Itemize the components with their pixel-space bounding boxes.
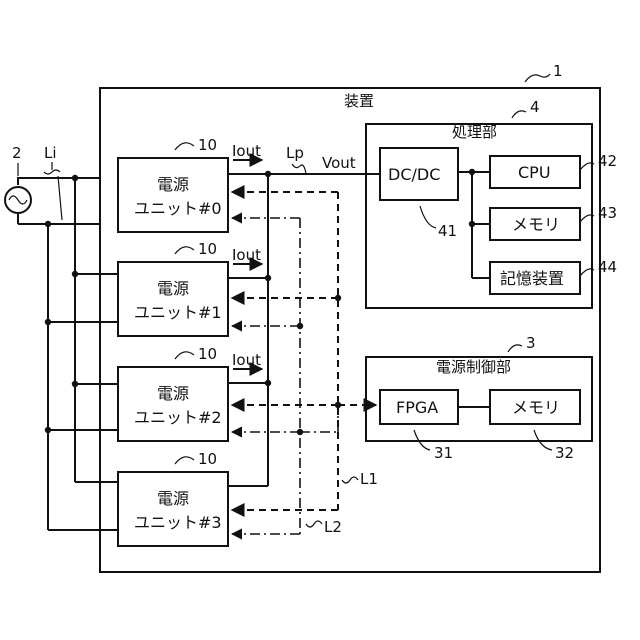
li-leader: [44, 162, 62, 220]
power-unit-2-ref-leader: [175, 352, 194, 359]
fpga-label: FPGA: [396, 398, 438, 417]
processor-label: 処理部: [452, 123, 497, 141]
dcdc-label: DC/DC: [388, 165, 440, 184]
l2-label: L2: [324, 518, 342, 536]
power-unit-2-line2: ユニット#2: [134, 408, 222, 427]
cpu-ref: 42: [598, 152, 617, 170]
power-unit-3: 電源 ユニット#3 10: [118, 450, 228, 546]
ac-source-ref: 2: [12, 144, 22, 162]
proc-junction-top: [469, 169, 475, 175]
storage-ref: 44: [598, 258, 617, 276]
dcdc-ref-leader: [420, 206, 436, 228]
power-control-ref-leader: [508, 345, 522, 352]
processor-ref-leader: [512, 111, 526, 118]
power-unit-3-ref: 10: [198, 450, 217, 468]
power-control-ref: 3: [526, 334, 536, 352]
pc-memory-ref: 32: [555, 444, 574, 462]
iout-label-0: Iout: [232, 142, 261, 160]
power-unit-3-line2: ユニット#3: [134, 513, 222, 532]
power-unit-1-line1: 電源: [157, 279, 189, 298]
proc-junction-mid: [469, 221, 475, 227]
l2-leader: [306, 521, 322, 527]
lp-label: Lp: [286, 144, 304, 162]
l1-leader: [342, 477, 358, 483]
power-control-label: 電源制御部: [436, 358, 511, 376]
ac-feed-wires: [48, 274, 118, 530]
power-unit-1: 電源 ユニット#1 10: [118, 240, 228, 336]
li-label: Li: [44, 144, 57, 162]
power-unit-2-line1: 電源: [157, 384, 189, 403]
dcdc-ref: 41: [438, 222, 457, 240]
iout-label-2: Iout: [232, 351, 261, 369]
power-unit-3-line1: 電源: [157, 489, 189, 508]
device-label: 装置: [344, 92, 374, 110]
power-unit-1-ref: 10: [198, 240, 217, 258]
device-ref-leader: [525, 74, 550, 82]
storage-label: 記憶装置: [500, 269, 564, 288]
device-ref: 1: [553, 62, 563, 80]
iout-label-1: Iout: [232, 246, 261, 264]
power-unit-2-ref: 10: [198, 345, 217, 363]
l1-label: L1: [360, 470, 378, 488]
power-unit-3-ref-leader: [175, 457, 194, 464]
vout-label: Vout: [322, 154, 356, 172]
lp-leader: [292, 164, 306, 174]
cpu-label: CPU: [518, 163, 551, 182]
power-unit-2: 電源 ユニット#2 10: [118, 345, 228, 441]
power-unit-0: 電源 ユニット#0 10: [118, 136, 228, 232]
power-unit-0-ref: 10: [198, 136, 217, 154]
power-unit-1-ref-leader: [175, 247, 194, 254]
fpga-ref: 31: [434, 444, 453, 462]
power-unit-0-line2: ユニット#0: [134, 199, 222, 218]
memory-ref: 43: [598, 204, 617, 222]
memory-label: メモリ: [512, 215, 560, 234]
power-unit-0-ref-leader: [175, 143, 194, 150]
processor-ref: 4: [530, 98, 540, 116]
power-unit-1-line2: ユニット#1: [134, 303, 222, 322]
power-unit-0-line1: 電源: [157, 175, 189, 194]
output-bus-feeds: [228, 174, 268, 486]
pc-memory-label: メモリ: [512, 398, 560, 417]
